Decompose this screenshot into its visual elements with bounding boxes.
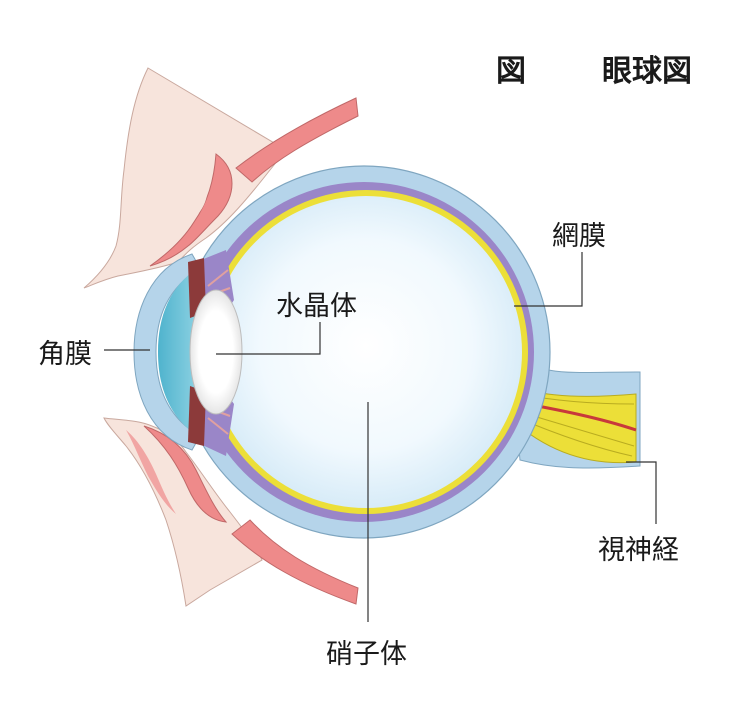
leader-lines bbox=[104, 252, 657, 622]
figure-title: 眼球図 bbox=[602, 54, 692, 89]
upper-muscle bbox=[235, 97, 359, 183]
label-optic-nerve: 視神経 bbox=[598, 535, 679, 566]
label-retina: 網膜 bbox=[552, 221, 606, 252]
retina-leader bbox=[514, 252, 583, 307]
lens-leader bbox=[216, 322, 321, 355]
label-cornea: 角膜 bbox=[38, 339, 92, 370]
upper-eyelid bbox=[83, 67, 287, 289]
vitreous-body bbox=[210, 196, 522, 508]
label-lens: 水晶体 bbox=[276, 291, 357, 322]
optic-nerve-leader bbox=[626, 461, 657, 524]
figure-prefix: 図 bbox=[496, 54, 526, 89]
cornea bbox=[133, 253, 201, 451]
label-vitreous: 硝子体 bbox=[326, 639, 407, 670]
lens-shape bbox=[189, 289, 243, 415]
anterior-chamber bbox=[158, 268, 199, 436]
lower-muscle bbox=[231, 519, 359, 605]
